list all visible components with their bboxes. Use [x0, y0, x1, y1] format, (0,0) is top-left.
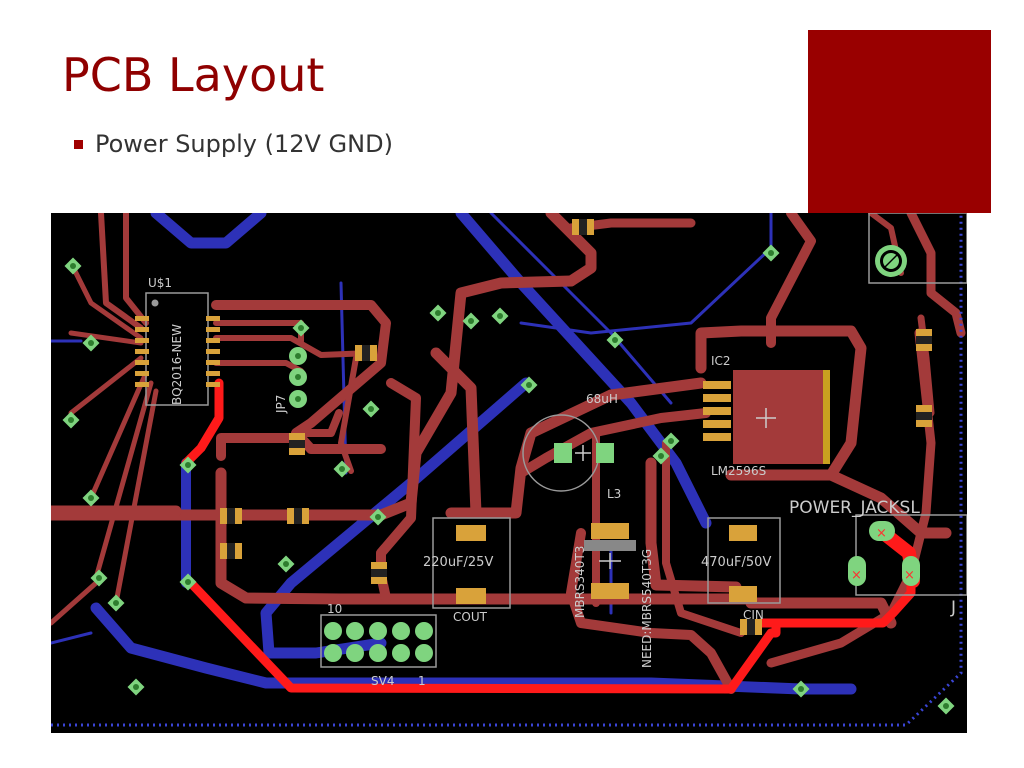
ic2-regulator — [703, 370, 830, 464]
u1-ref-label: U$1 — [148, 276, 172, 290]
jp7-label: JP7 — [274, 395, 288, 414]
power-jack-pads: × × × — [848, 521, 920, 586]
bullet-item: Power Supply (12V GND) — [74, 130, 393, 158]
mounting-hole — [875, 245, 907, 277]
jack-ref-label: J — [950, 598, 956, 618]
u1-ic — [135, 299, 220, 387]
pcb-layout-image: × × × U$1 BQ2016-NEW JP7 I — [51, 213, 967, 733]
cout-ref-label: COUT — [453, 610, 488, 624]
sv4-header — [324, 622, 433, 662]
board-outline — [51, 213, 963, 727]
cin-value-label: 470uF/50V — [701, 555, 771, 570]
u1-value-label: BQ2016-NEW — [170, 324, 184, 405]
bottom-layer-traces — [51, 213, 857, 695]
diode2-label: NEED:MBRS540T3G — [640, 549, 654, 668]
bullet-marker — [74, 139, 83, 149]
jp7-pads — [289, 347, 307, 408]
accent-block — [808, 30, 991, 213]
cin-ref-label: CIN — [743, 608, 764, 622]
capacitor-pads — [456, 525, 757, 604]
svg-text:×: × — [851, 568, 862, 583]
power-jack-label: POWER_JACKSL — [789, 498, 920, 518]
diode-pads — [584, 523, 636, 599]
header-ref-label: SV4 — [371, 674, 394, 688]
slide-title: PCB Layout — [62, 48, 325, 102]
ic2-value-label: LM2596S — [711, 464, 766, 478]
svg-text:×: × — [876, 526, 887, 541]
svg-text:×: × — [904, 568, 915, 583]
diode1-label: MBRS340T3 — [573, 546, 587, 618]
l3-inductor — [554, 443, 614, 463]
header-pin1-label: 1 — [418, 674, 426, 688]
header-pin10-label: 10 — [327, 602, 342, 616]
ic2-ref-label: IC2 — [711, 354, 731, 368]
bullet-text: Power Supply (12V GND) — [95, 130, 393, 158]
inductor-value-label: 68uH — [586, 392, 618, 406]
inductor-ref-label: L3 — [607, 487, 621, 501]
cout-value-label: 220uF/25V — [423, 555, 493, 570]
